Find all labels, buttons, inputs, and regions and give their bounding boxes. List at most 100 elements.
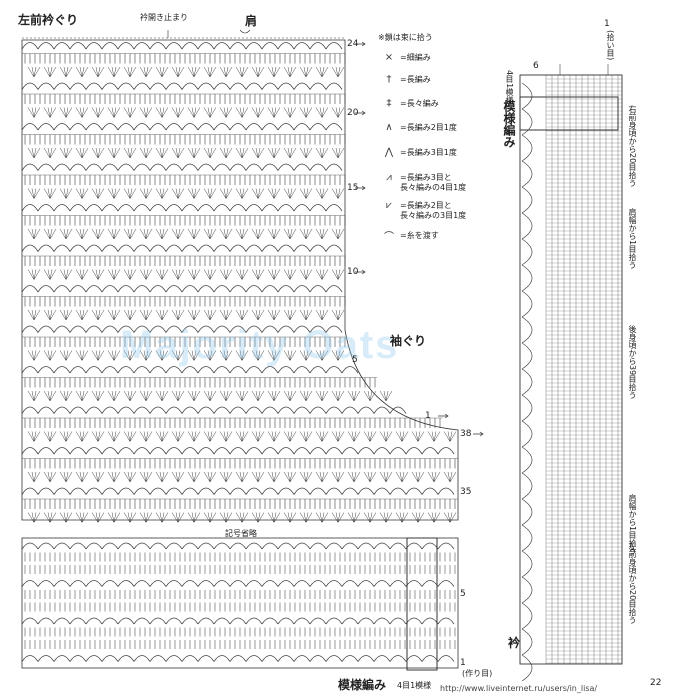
- band-pickup-note: (拾い目): [606, 30, 615, 61]
- row-number-24: 24: [347, 39, 359, 49]
- band-scallop: [521, 394, 533, 422]
- double-crochet-row: [24, 590, 456, 599]
- dc2tog-icon: ∧: [385, 122, 393, 133]
- double-crochet-row: [24, 499, 456, 509]
- double-crochet-row: [24, 602, 456, 612]
- band-scallop: [521, 368, 533, 396]
- source-url: http://www.liveinternet.ru/users/in_lisa…: [440, 684, 598, 693]
- legend-item-single-crochet: × =細編み: [378, 52, 431, 63]
- row-number-20: 20: [347, 108, 359, 118]
- fan-stitch-row: [27, 269, 345, 280]
- yarn-carry-icon: ⌒: [384, 232, 394, 243]
- band-repeat-box: [519, 96, 619, 131]
- chain-loop-row: [21, 366, 359, 374]
- dc-stitch-icon: †: [386, 74, 392, 85]
- legend-label: =長編み3目1度: [400, 148, 457, 157]
- legend-item-treble-crochet: ‡ =長々編み: [378, 98, 439, 109]
- foundation-chain-label: (作り目): [462, 669, 493, 678]
- collar-opening-note: 衿開き止まり: [140, 13, 188, 22]
- double-crochet-row: [24, 215, 346, 226]
- band-scallop: [521, 628, 533, 656]
- legend-note: ※鎖は束に拾う: [378, 33, 433, 42]
- pattern-repeat-label: 4目1模様: [397, 681, 432, 690]
- double-crochet-row: [24, 256, 346, 266]
- row-number-35: 35: [460, 487, 472, 497]
- band-scallop: [521, 160, 533, 188]
- double-crochet-row: [24, 377, 376, 388]
- chain-loop-row: [21, 580, 455, 587]
- band-scallop: [521, 472, 533, 500]
- band-scallop: [521, 654, 533, 682]
- band-scallop: [521, 134, 533, 162]
- band-number-6: 6: [533, 61, 539, 71]
- band-scallop: [521, 498, 533, 526]
- legend-label: =細編み: [400, 53, 431, 62]
- double-crochet-row: [24, 552, 456, 562]
- upper-panel-outline: [21, 39, 459, 521]
- fan-stitch-row: [27, 147, 345, 159]
- band-side-label-5: 左前身頃から20目拾う: [628, 542, 637, 625]
- fan-stitch-row: [27, 471, 457, 483]
- legend-label: =長編み: [400, 75, 431, 84]
- band-scallop: [521, 524, 533, 552]
- row-arrow-icon: [355, 269, 366, 275]
- legend-item-carry-yarn: ⌒ =糸を渡す: [378, 228, 439, 243]
- left-neckline-title: 左前衿ぐり: [18, 13, 79, 27]
- band-pattern-label: 模様編み: [502, 100, 516, 148]
- band-scallop: [521, 316, 533, 344]
- fan-stitch-row: [27, 107, 345, 118]
- band-side-label-1: 右前身頃から20目拾う: [628, 105, 637, 188]
- double-crochet-row: [24, 94, 346, 104]
- row-arrow-icon: [438, 413, 449, 419]
- double-crochet-row: [24, 296, 346, 307]
- watermark: Majority Oats: [120, 323, 400, 367]
- row-number-lower-1: 1: [460, 658, 466, 668]
- chain-loop-row: [21, 542, 455, 550]
- band-chart: [521, 64, 622, 682]
- collar-label: 衿: [508, 636, 521, 650]
- double-crochet-row: [24, 337, 346, 347]
- row-number-5: 5: [352, 355, 358, 365]
- chain-loop-row: [21, 325, 343, 333]
- shoulder-label: 肩: [245, 14, 258, 28]
- chain-loop-row: [21, 406, 407, 414]
- band-scallop: [521, 238, 533, 266]
- chain-loop-row: [21, 487, 455, 495]
- chain-loop-row: [21, 617, 455, 625]
- band-scallop: [521, 420, 533, 448]
- chart-frames: [21, 29, 623, 671]
- legend-label: =長編み3目と: [400, 173, 452, 182]
- chain-loop-row: [21, 123, 343, 131]
- band-scallop: [521, 212, 533, 240]
- legend-item-dc3-tr-tog-line2: 長々編みの4目1度: [400, 183, 467, 192]
- band-scallop: [521, 82, 533, 110]
- legend-item-dc3-tr-tog: ⩘ =長編み3目と: [378, 172, 452, 183]
- band-scallop: [521, 108, 533, 136]
- symbols-omitted-label: 記号省略: [225, 529, 257, 538]
- fan-stitch-row: [27, 512, 457, 523]
- row-number-lower-5: 5: [460, 589, 466, 599]
- fan-stitch-row: [27, 188, 345, 199]
- band-scallop: [521, 186, 533, 214]
- band-number-1: 1: [604, 19, 610, 29]
- band-side-label-4: 肩幅から1目拾う: [628, 494, 637, 556]
- legend-item-dc2-tr-tog: ⩗ =長編み2目と: [378, 200, 452, 211]
- chain-loop-row: [21, 244, 343, 252]
- row-arrow-icon: [355, 110, 366, 116]
- band-scallop: [521, 576, 533, 604]
- fan-stitch-row: [27, 66, 345, 78]
- chain-loop-row: [21, 204, 343, 212]
- double-crochet-row: [24, 627, 456, 637]
- legend-item-dc2tog: ∧ =長編み2目1度: [378, 122, 457, 133]
- band-scallop: [521, 602, 533, 630]
- double-crochet-row: [24, 175, 346, 185]
- legend-label: =長々編み: [400, 99, 439, 108]
- dc3tog-icon: ⋀: [384, 147, 394, 158]
- band-scallop: [521, 290, 533, 318]
- row-arrow-icon: [473, 431, 484, 437]
- chain-loop-row: [21, 42, 343, 50]
- double-crochet-row: [24, 53, 346, 64]
- double-crochet-row: [24, 134, 346, 145]
- chain-loop-row: [21, 82, 343, 90]
